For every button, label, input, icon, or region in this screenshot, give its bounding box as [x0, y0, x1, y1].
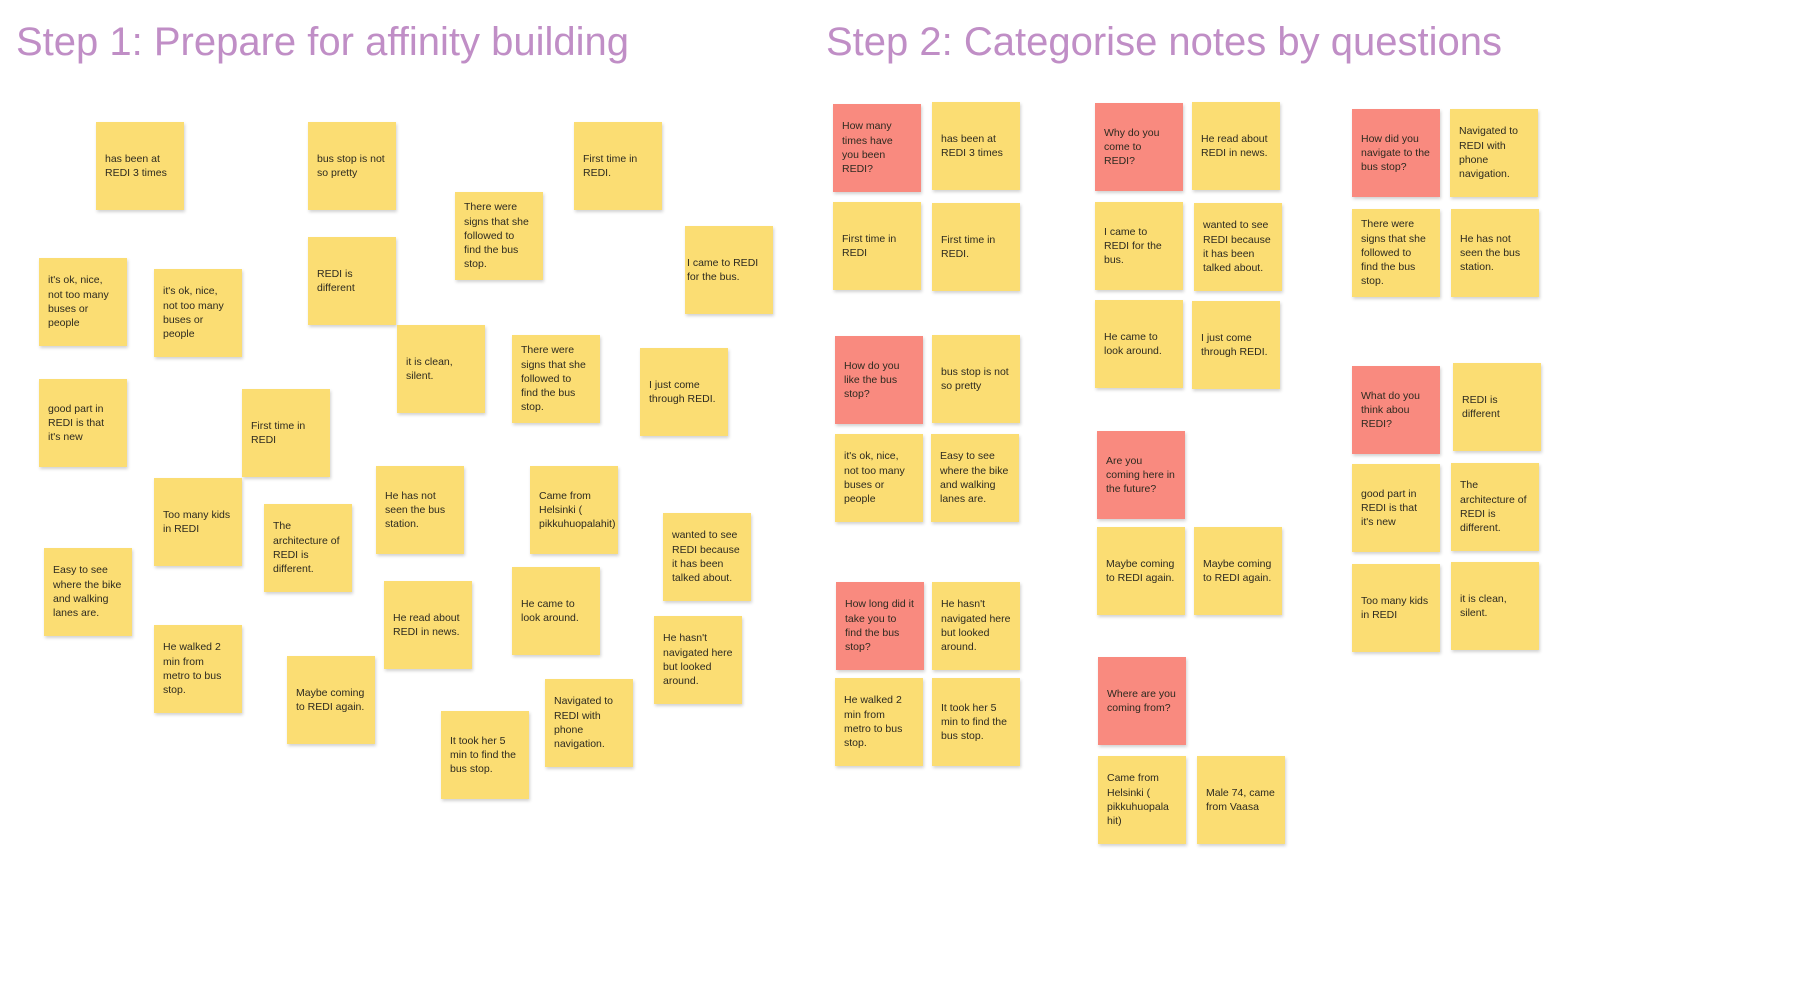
- sticky-note[interactable]: it's ok, nice, not too many buses or peo…: [39, 258, 127, 346]
- sticky-note[interactable]: He hasn't navigated here but looked arou…: [654, 616, 742, 704]
- question-note[interactable]: How did you navigate to the bus stop?: [1352, 109, 1440, 197]
- sticky-note[interactable]: He came to look around.: [512, 567, 600, 655]
- sticky-note[interactable]: it's ok, nice, not too many buses or peo…: [835, 434, 923, 522]
- sticky-note[interactable]: It took her 5 min to find the bus stop.: [441, 711, 529, 799]
- sticky-note[interactable]: He walked 2 min from metro to bus stop.: [154, 625, 242, 713]
- sticky-note[interactable]: He walked 2 min from metro to bus stop.: [835, 678, 923, 766]
- sticky-note[interactable]: it is clean, silent.: [397, 325, 485, 413]
- step-2-title: Step 2: Categorise notes by questions: [826, 20, 1502, 64]
- question-note[interactable]: How many times have you been REDI?: [833, 104, 921, 192]
- sticky-note[interactable]: First time in REDI.: [574, 122, 662, 210]
- sticky-note[interactable]: He hasn't navigated here but looked arou…: [932, 582, 1020, 670]
- sticky-note[interactable]: wanted to see REDI because it has been t…: [1194, 203, 1282, 291]
- sticky-note[interactable]: Came from Helsinki ( pikkuhuopalahit): [530, 466, 618, 554]
- sticky-note[interactable]: First time in REDI: [833, 202, 921, 290]
- sticky-note[interactable]: First time in REDI: [242, 389, 330, 477]
- sticky-note[interactable]: Male 74, came from Vaasa: [1197, 756, 1285, 844]
- sticky-note[interactable]: There were signs that she followed to fi…: [1352, 209, 1440, 297]
- sticky-note[interactable]: I just come through REDI.: [1192, 301, 1280, 389]
- sticky-note[interactable]: Maybe coming to REDI again.: [1097, 527, 1185, 615]
- sticky-note[interactable]: REDI is different: [308, 237, 396, 325]
- step-1-title: Step 1: Prepare for affinity building: [16, 20, 629, 64]
- sticky-note[interactable]: Navigated to REDI with phone navigation.: [545, 679, 633, 767]
- sticky-note[interactable]: He has not seen the bus station.: [1451, 209, 1539, 297]
- sticky-note[interactable]: The architecture of REDI is different.: [1451, 463, 1539, 551]
- sticky-note[interactable]: He has not seen the bus station.: [376, 466, 464, 554]
- sticky-note[interactable]: good part in REDI is that it's new: [1352, 464, 1440, 552]
- sticky-note[interactable]: I just come through REDI.: [640, 348, 728, 436]
- sticky-note[interactable]: Maybe coming to REDI again.: [287, 656, 375, 744]
- sticky-note[interactable]: I came to REDI for the bus.: [1095, 202, 1183, 290]
- sticky-note[interactable]: The architecture of REDI is different.: [264, 504, 352, 592]
- sticky-note[interactable]: Too many kids in REDI: [154, 478, 242, 566]
- sticky-note[interactable]: It took her 5 min to find the bus stop.: [932, 678, 1020, 766]
- sticky-note[interactable]: wanted to see REDI because it has been t…: [663, 513, 751, 601]
- sticky-note[interactable]: bus stop is not so pretty: [308, 122, 396, 210]
- sticky-note[interactable]: He read about REDI in news.: [384, 581, 472, 669]
- sticky-note[interactable]: it is clean, silent.: [1451, 562, 1539, 650]
- question-note[interactable]: Why do you come to REDI?: [1095, 103, 1183, 191]
- sticky-note[interactable]: He read about REDI in news.: [1192, 102, 1280, 190]
- sticky-note[interactable]: Came from Helsinki ( pikkuhuopala hit): [1098, 756, 1186, 844]
- question-note[interactable]: Where are you coming from?: [1098, 657, 1186, 745]
- sticky-note[interactable]: There were signs that she followed to fi…: [512, 335, 600, 423]
- sticky-note[interactable]: Navigated to REDI with phone navigation.: [1450, 109, 1538, 197]
- sticky-note[interactable]: Easy to see where the bike and walking l…: [931, 434, 1019, 522]
- sticky-note[interactable]: has been at REDI 3 times: [96, 122, 184, 210]
- sticky-note[interactable]: it's ok, nice, not too many buses or peo…: [154, 269, 242, 357]
- sticky-note[interactable]: First time in REDI.: [932, 203, 1020, 291]
- sticky-note[interactable]: He came to look around.: [1095, 300, 1183, 388]
- sticky-note[interactable]: REDI is different: [1453, 363, 1541, 451]
- sticky-note[interactable]: Easy to see where the bike and walking l…: [44, 548, 132, 636]
- question-note[interactable]: Are you coming here in the future?: [1097, 431, 1185, 519]
- question-note[interactable]: How long did it take you to find the bus…: [836, 582, 924, 670]
- sticky-note[interactable]: good part in REDI is that it's new: [39, 379, 127, 467]
- question-note[interactable]: What do you think abou REDI?: [1352, 366, 1440, 454]
- sticky-note[interactable]: There were signs that she followed to fi…: [455, 192, 543, 280]
- sticky-note[interactable]: I came to REDI for the bus.: [685, 226, 773, 314]
- sticky-note[interactable]: Maybe coming to REDI again.: [1194, 527, 1282, 615]
- question-note[interactable]: How do you like the bus stop?: [835, 336, 923, 424]
- sticky-note[interactable]: has been at REDI 3 times: [932, 102, 1020, 190]
- sticky-note[interactable]: bus stop is not so pretty: [932, 335, 1020, 423]
- sticky-note[interactable]: Too many kids in REDI: [1352, 564, 1440, 652]
